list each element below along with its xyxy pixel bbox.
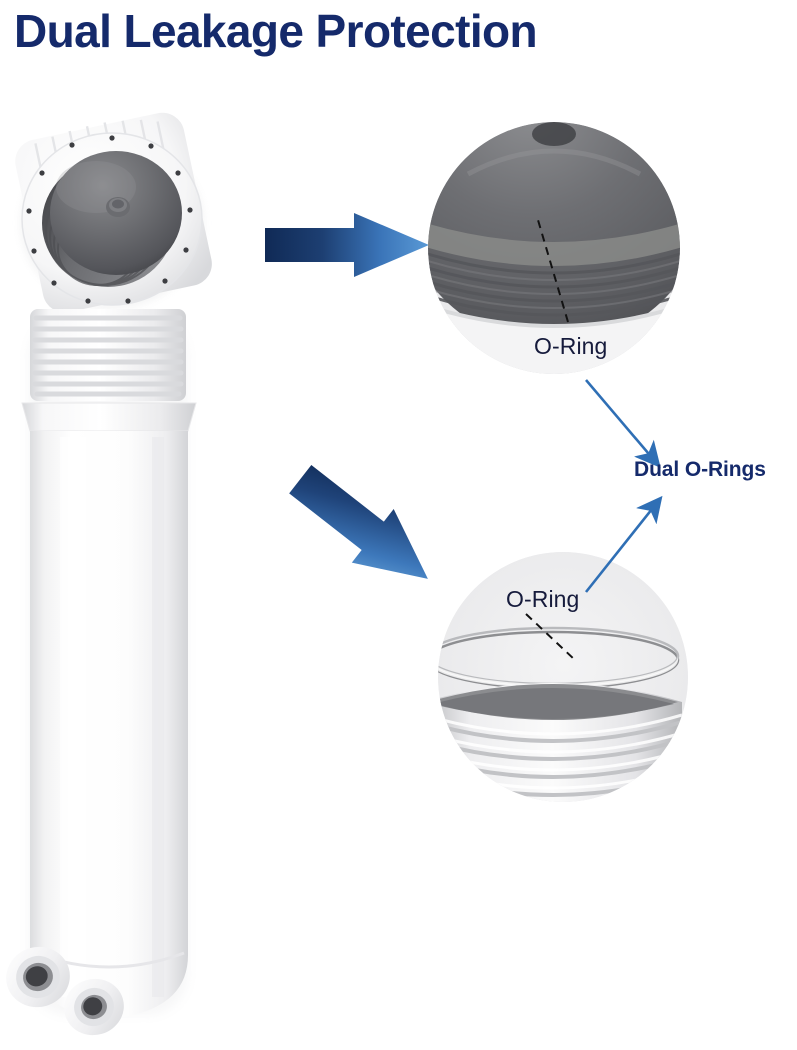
thread-stack bbox=[438, 683, 683, 802]
connector-bottom-to-summary bbox=[578, 488, 700, 600]
callout-bottom-label: O-Ring bbox=[506, 586, 580, 612]
housing-illustration bbox=[6, 309, 197, 1036]
housing-port-left bbox=[6, 946, 70, 1008]
leader-line-bottom bbox=[525, 613, 576, 661]
dual-orings-label: Dual O-Rings bbox=[634, 458, 766, 481]
housing-port-right bbox=[64, 978, 124, 1036]
callout-bottom-illustration bbox=[438, 552, 688, 802]
housing-threads bbox=[30, 309, 186, 401]
filter-housing-cap bbox=[8, 95, 218, 313]
connector-top-to-summary bbox=[580, 376, 700, 480]
callout-top-label: O-Ring bbox=[534, 333, 608, 359]
callout-bottom-oring bbox=[438, 552, 688, 802]
arrow-to-top-callout bbox=[262, 198, 432, 294]
leader-line-top bbox=[537, 219, 569, 323]
flange-bolt-dots bbox=[26, 135, 193, 304]
arrow-to-bottom-callout bbox=[276, 465, 446, 594]
page-title: Dual Leakage Protection bbox=[14, 5, 538, 57]
filter-housing-body bbox=[6, 305, 204, 1045]
cap-illustration bbox=[15, 112, 212, 313]
